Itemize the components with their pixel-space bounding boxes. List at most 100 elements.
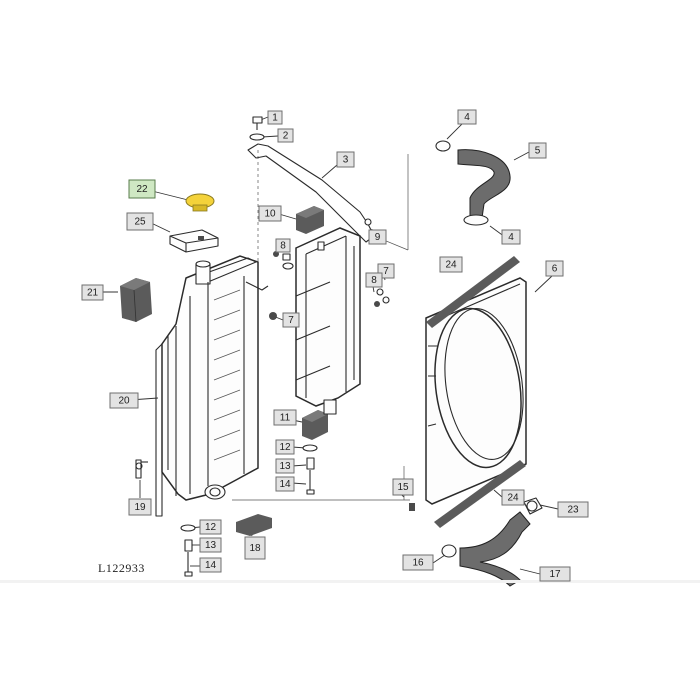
callout-number: 7 bbox=[383, 266, 389, 277]
callout-box bbox=[273, 409, 297, 426]
callout-box bbox=[336, 151, 355, 168]
callout-number: 22 bbox=[136, 184, 148, 195]
callout-number: 2 bbox=[283, 131, 289, 142]
callout-number: 8 bbox=[280, 241, 286, 252]
upper-hose bbox=[435, 140, 511, 226]
callout-number: 4 bbox=[464, 112, 470, 123]
callout-18: 18 bbox=[244, 536, 266, 560]
pad-11 bbox=[302, 410, 328, 440]
callout-box bbox=[439, 256, 463, 273]
callout-box bbox=[557, 501, 589, 518]
fan-shroud bbox=[425, 277, 527, 505]
callout-25: 25 bbox=[126, 212, 154, 231]
callout-15: 15 bbox=[392, 478, 414, 496]
callout-labels: 1234456778891011121213131414151617181920… bbox=[81, 109, 589, 582]
callout-22: 22 bbox=[128, 179, 156, 199]
callout-7: 7 bbox=[282, 312, 300, 328]
callout-box bbox=[109, 392, 139, 409]
radiator-cap bbox=[185, 193, 215, 212]
callout-number: 14 bbox=[205, 560, 217, 571]
callout-number: 10 bbox=[264, 209, 276, 220]
callout-box bbox=[365, 272, 383, 288]
callout-number: 8 bbox=[371, 275, 377, 286]
callout-17: 17 bbox=[539, 566, 571, 582]
callout-box bbox=[277, 128, 294, 143]
callout-number: 18 bbox=[249, 543, 261, 554]
callout-number: 21 bbox=[87, 288, 99, 299]
callout-box bbox=[545, 260, 564, 277]
pad-10 bbox=[296, 206, 324, 234]
callout-box bbox=[501, 489, 525, 506]
callout-3: 3 bbox=[336, 151, 355, 168]
callout-number: 14 bbox=[279, 479, 291, 490]
callout-24: 24 bbox=[439, 256, 463, 273]
pad-21 bbox=[120, 278, 152, 323]
callout-23: 23 bbox=[557, 501, 589, 518]
callout-box bbox=[501, 229, 521, 245]
callout-number: 23 bbox=[567, 505, 579, 516]
callout-13: 13 bbox=[275, 458, 295, 474]
callout-number: 6 bbox=[552, 264, 558, 275]
callout-21: 21 bbox=[81, 284, 104, 301]
callout-number: 3 bbox=[343, 155, 349, 166]
callout-number: 5 bbox=[535, 146, 541, 157]
callout-number: 24 bbox=[445, 260, 457, 271]
left-fasteners bbox=[180, 524, 196, 577]
callout-8: 8 bbox=[365, 272, 383, 288]
callout-6: 6 bbox=[545, 260, 564, 277]
callout-19: 19 bbox=[128, 498, 152, 516]
callout-number: 7 bbox=[288, 315, 294, 326]
pad-18 bbox=[236, 514, 272, 536]
callout-box bbox=[128, 498, 152, 516]
callout-10: 10 bbox=[258, 205, 282, 222]
callout-number: 20 bbox=[118, 396, 130, 407]
callout-16: 16 bbox=[402, 554, 434, 571]
callout-number: 13 bbox=[205, 540, 217, 551]
pad-25 bbox=[169, 229, 219, 253]
seal-strip-top bbox=[426, 256, 520, 328]
callout-box bbox=[258, 205, 282, 222]
callout-number: 9 bbox=[375, 232, 381, 243]
callout-12: 12 bbox=[275, 439, 295, 455]
callout-9: 9 bbox=[368, 229, 387, 245]
callout-box bbox=[368, 229, 387, 245]
callout-24: 24 bbox=[501, 489, 525, 506]
callout-box bbox=[128, 179, 156, 199]
callout-number: 25 bbox=[134, 217, 146, 228]
callout-box bbox=[199, 537, 222, 553]
callout-box bbox=[244, 536, 266, 560]
callout-box bbox=[199, 519, 222, 535]
callout-12: 12 bbox=[199, 519, 222, 535]
callout-number: 12 bbox=[279, 442, 291, 453]
callout-13: 13 bbox=[199, 537, 222, 553]
callout-box bbox=[457, 109, 477, 125]
callout-box bbox=[402, 554, 434, 571]
callout-2: 2 bbox=[277, 128, 294, 143]
callout-box bbox=[275, 476, 295, 492]
callout-number: 16 bbox=[412, 558, 424, 569]
callout-number: 17 bbox=[549, 569, 561, 580]
lower-hose bbox=[409, 497, 543, 587]
callout-box bbox=[275, 238, 291, 253]
callout-box bbox=[539, 566, 571, 582]
callout-number: 1 bbox=[272, 113, 278, 124]
drain-valve bbox=[135, 459, 148, 479]
callout-box bbox=[528, 142, 547, 159]
callout-box bbox=[199, 557, 222, 573]
callout-box bbox=[81, 284, 104, 301]
small-hardware bbox=[269, 218, 390, 320]
callout-number: 11 bbox=[280, 413, 291, 424]
callout-number: 24 bbox=[507, 493, 519, 504]
callout-5: 5 bbox=[528, 142, 547, 159]
radiator bbox=[155, 255, 269, 517]
callout-box bbox=[275, 458, 295, 474]
callout-14: 14 bbox=[275, 476, 295, 492]
callout-8: 8 bbox=[275, 238, 291, 253]
callout-1: 1 bbox=[267, 110, 283, 125]
seal-strip-bottom bbox=[434, 460, 526, 528]
callout-4: 4 bbox=[501, 229, 521, 245]
callout-number: 12 bbox=[205, 522, 217, 533]
callout-box bbox=[267, 110, 283, 125]
callout-14: 14 bbox=[199, 557, 222, 573]
